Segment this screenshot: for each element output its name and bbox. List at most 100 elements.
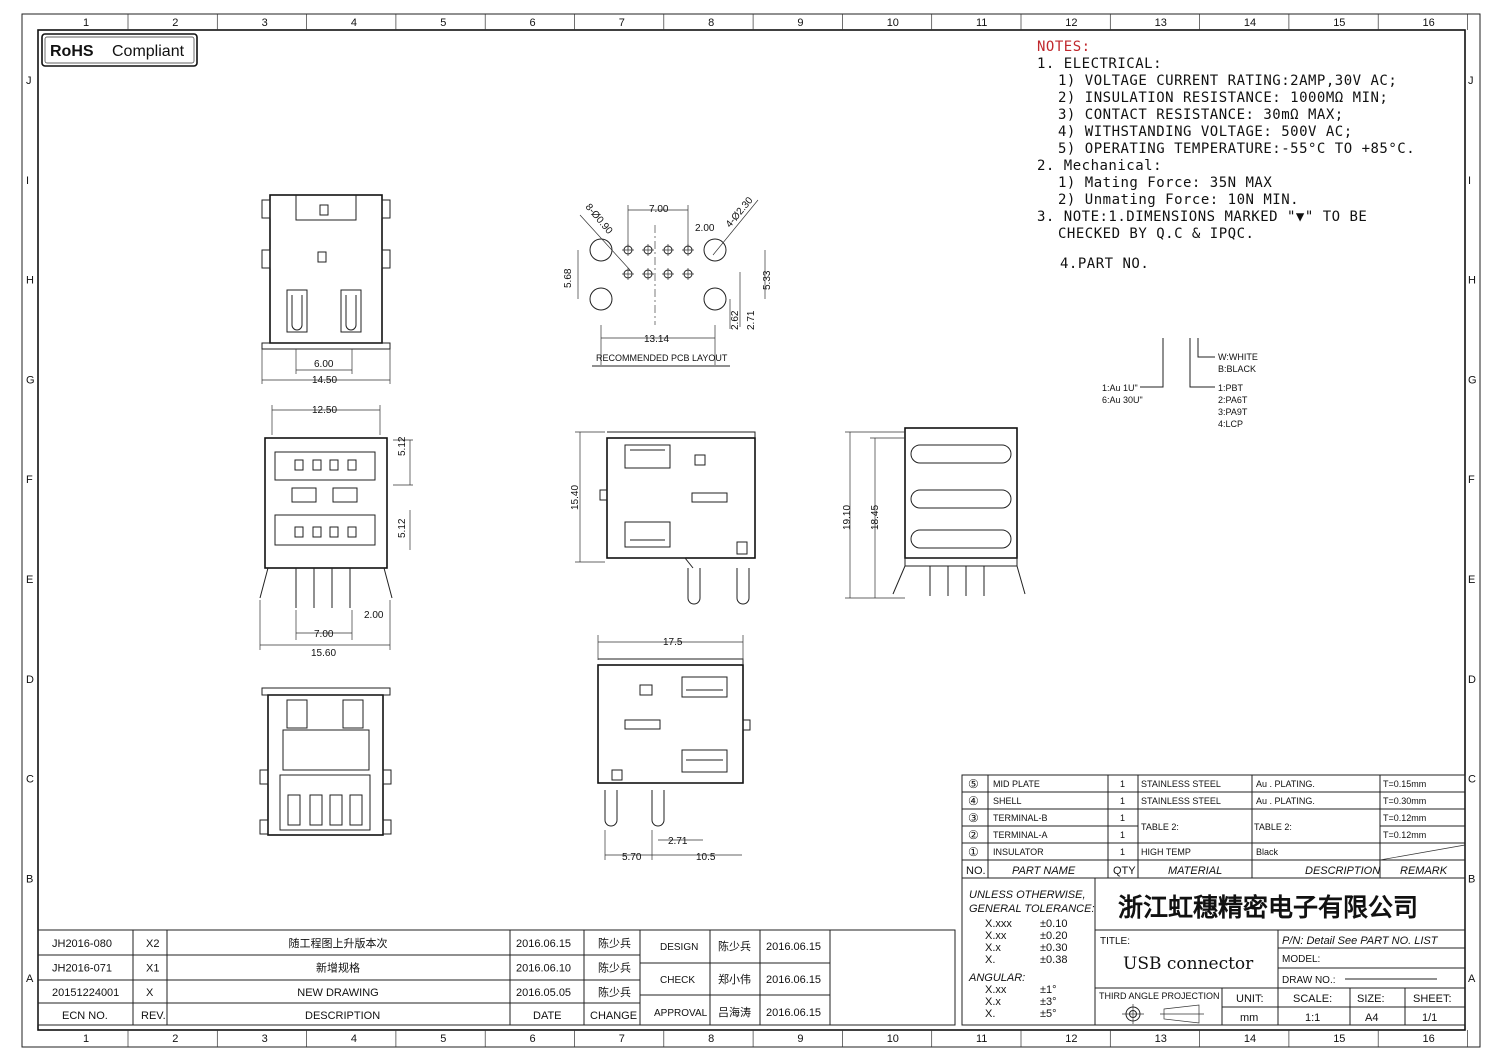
column-label: 5 — [440, 17, 446, 29]
pcb-caption: RECOMMENDED PCB LAYOUT — [596, 353, 728, 363]
drawing-title: USB connector — [1123, 954, 1254, 974]
note-e5: 5) OPERATING TEMPERATURE:-55°C TO +85°C. — [1058, 141, 1415, 157]
revision-rev: X — [146, 987, 154, 999]
bom-remark: T=0.12mm — [1383, 830, 1426, 840]
tolerance-format: X.xxx — [985, 918, 1012, 930]
dimension-label: 17.5 — [663, 637, 683, 648]
note-m1: 1) Mating Force: 35N MAX — [1058, 175, 1272, 191]
revision-changed-by: 陈少兵 — [598, 961, 631, 975]
bom-part-name: INSULATOR — [993, 847, 1044, 857]
dimension-label: 5.33 — [762, 270, 773, 290]
revision-ecn: 20151224001 — [52, 987, 119, 999]
column-label: 14 — [1244, 1033, 1256, 1045]
row-label: A — [1468, 973, 1476, 985]
bom-column-header: MATERIAL — [1168, 865, 1222, 877]
material-option: 4:LCP — [1218, 419, 1243, 429]
tolerance-value: ±0.30 — [1040, 942, 1067, 954]
bom-material: HIGH TEMP — [1141, 847, 1191, 857]
signoff-date: 2016.06.15 — [766, 974, 821, 986]
column-label: 2 — [172, 17, 178, 29]
column-label: 14 — [1244, 17, 1256, 29]
bom-qty: 1 — [1120, 830, 1125, 840]
bom-column-header: NO. — [966, 865, 986, 877]
unit-label: UNIT: — [1236, 993, 1264, 1005]
draw-no-label: DRAW NO.: — [1282, 975, 1336, 986]
dimension-label: 5.68 — [563, 268, 574, 288]
bom-material: STAINLESS STEEL — [1141, 796, 1221, 806]
bom-column-header: REMARK — [1400, 865, 1448, 877]
bom-part-name: TERMINAL-A — [993, 830, 1048, 840]
notes-heading: NOTES: — [1037, 39, 1091, 55]
note-e4: 4) WITHSTANDING VOLTAGE: 500V AC; — [1058, 124, 1353, 140]
revision-column-header: DESCRIPTION — [305, 1010, 380, 1022]
tolerance-heading: GENERAL TOLERANCE: — [969, 903, 1095, 915]
column-label: 7 — [619, 1033, 625, 1045]
revision-rev: X1 — [146, 963, 159, 975]
rohs-label: RoHS — [50, 43, 94, 60]
dimension-label: 5.70 — [622, 852, 642, 863]
column-label: 10 — [887, 1033, 899, 1045]
row-label: E — [26, 574, 33, 586]
dimension-label: 5.12 — [397, 518, 408, 538]
color-option: B:BLACK — [1218, 364, 1256, 374]
angular-label: ANGULAR: — [968, 972, 1025, 984]
signoff-role: APPROVAL — [654, 1008, 708, 1019]
dimension-label: 13.14 — [644, 334, 669, 345]
dimension-label: 5.12 — [397, 436, 408, 456]
tolerance-value: ±0.20 — [1040, 930, 1067, 942]
dimension-label: 4-Ø2.30 — [724, 195, 756, 230]
column-label: 12 — [1065, 17, 1077, 29]
tolerance-format: X.x — [985, 942, 1001, 954]
column-label: 16 — [1423, 1033, 1435, 1045]
scale-label: SCALE: — [1293, 993, 1332, 1005]
tolerance-value: ±3° — [1040, 996, 1057, 1008]
row-label: F — [26, 474, 33, 486]
pcb-layout: 7.00 2.00 8-Ø0.90 4-Ø2.30 5.68 5.33 2.62… — [563, 195, 773, 367]
revision-description: 新增规格 — [316, 961, 360, 975]
column-label: 16 — [1423, 17, 1435, 29]
revision-ecn: JH2016-071 — [52, 963, 112, 975]
column-label: 4 — [351, 1033, 357, 1045]
row-label: G — [1468, 374, 1477, 386]
dimension-label: 6.00 — [314, 359, 334, 370]
bom-remark: T=0.12mm — [1383, 813, 1426, 823]
row-label: G — [26, 374, 35, 386]
revision-date: 2016.05.05 — [516, 987, 571, 999]
row-label: J — [26, 75, 32, 87]
row-label: D — [26, 674, 34, 686]
note-4: 4.PART NO. — [1060, 256, 1149, 272]
dimension-label: 8-Ø0.90 — [583, 202, 615, 237]
tolerance-format: X.x — [985, 996, 1001, 1008]
dimension-label: 15.40 — [570, 485, 581, 510]
table-line — [642, 244, 654, 256]
bom-part-name: TERMINAL-B — [993, 813, 1048, 823]
bom-part-name: SHELL — [993, 796, 1022, 806]
table-line — [642, 268, 654, 280]
row-label: A — [26, 973, 34, 985]
row-label: E — [1468, 574, 1475, 586]
bom-qty: 1 — [1120, 847, 1125, 857]
model-label: MODEL: — [1282, 954, 1320, 965]
sheet-label: SHEET: — [1413, 993, 1452, 1005]
revision-description: 随工程图上升版本次 — [289, 936, 388, 950]
back-view: 19.10 18.45 — [842, 427, 1026, 599]
bom-item-number: ① — [968, 845, 979, 859]
row-label: I — [1468, 175, 1471, 187]
revision-column-header: REV. — [141, 1010, 166, 1022]
column-label: 15 — [1333, 17, 1345, 29]
bom-item-number: ⑤ — [968, 777, 979, 791]
dimension-label: 2.71 — [746, 310, 757, 330]
outer-frame — [21, 13, 1481, 1048]
dimension-label: 2.00 — [364, 610, 384, 621]
rohs-badge: RoHS Compliant — [41, 33, 198, 67]
row-label: I — [26, 175, 29, 187]
revision-date: 2016.06.15 — [516, 938, 571, 950]
dimension-label: 15.60 — [311, 648, 336, 659]
note-e3: 3) CONTACT RESISTANCE: 30mΩ MAX; — [1058, 107, 1344, 123]
compliant-label: Compliant — [112, 43, 185, 60]
column-label: 7 — [619, 17, 625, 29]
signoff-name: 陈少兵 — [718, 939, 751, 953]
third-angle-projection-icon — [1122, 1004, 1204, 1024]
